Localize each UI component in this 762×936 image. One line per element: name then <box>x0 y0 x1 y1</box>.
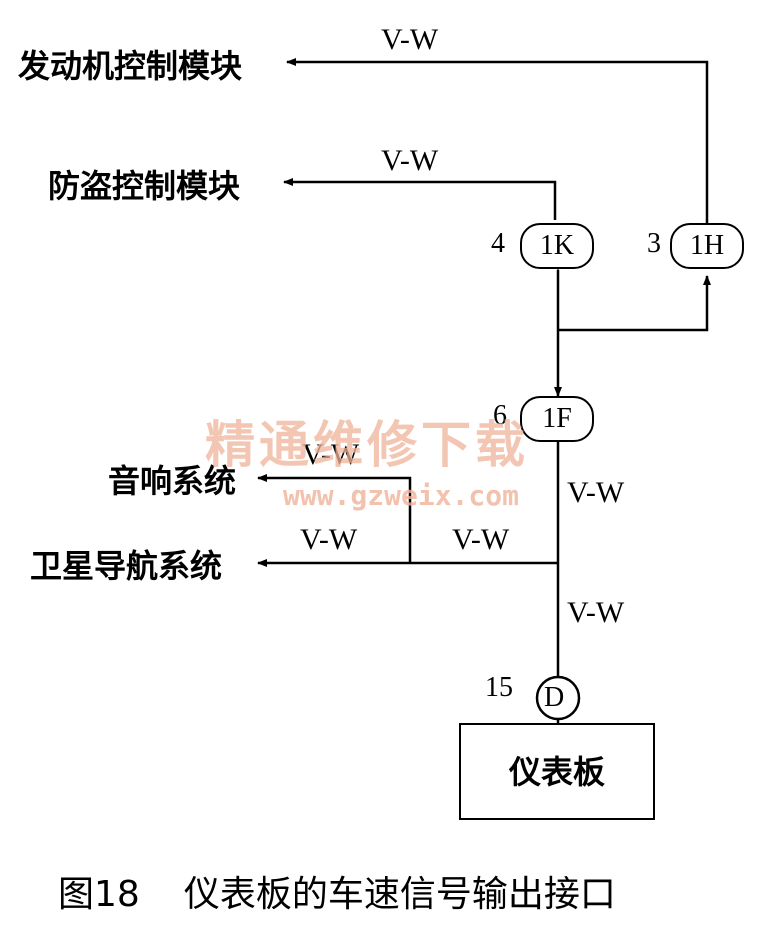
figure-caption: 图18 仪表板的车速信号输出接口 <box>58 877 616 913</box>
pin-1h: 3 <box>647 228 661 259</box>
pin-1k: 4 <box>491 228 505 259</box>
figure-number: 图18 <box>58 874 140 915</box>
instrument-cluster-label: 仪表板 <box>508 752 605 791</box>
wire-label-main-lower: V-W <box>567 596 625 629</box>
wire-antitheft <box>283 178 557 220</box>
wire-engine <box>286 58 709 224</box>
connector-1h: 1H <box>670 223 744 269</box>
connector-1f-label: 1F <box>542 403 572 434</box>
connector-d-label: D <box>544 682 565 713</box>
wire-label-nav-right: V-W <box>452 523 510 556</box>
pin-d: 15 <box>485 672 513 703</box>
audio-system-label: 音响系统 <box>108 462 237 500</box>
wire-label-main-upper: V-W <box>567 476 625 509</box>
wire-label-antitheft: V-W <box>381 144 439 177</box>
pin-1f: 6 <box>493 400 507 431</box>
instrument-cluster-box: 仪表板 <box>459 723 655 820</box>
wire-label-audio: V-W <box>302 438 360 471</box>
connector-1k-label: 1K <box>539 230 575 261</box>
antitheft-module-label: 防盗控制模块 <box>48 167 241 205</box>
connector-d-circle <box>535 675 581 721</box>
watermark-text: 精通维修下载 <box>205 416 529 474</box>
connector-1f: 1F <box>520 396 594 442</box>
engine-control-module-label: 发动机控制模块 <box>18 47 243 85</box>
connector-1k: 1K <box>520 223 594 269</box>
figure-title: 仪表板的车速信号输出接口 <box>183 874 616 915</box>
connector-1h-label: 1H <box>689 230 725 261</box>
watermark-url: www.gzweix.com <box>283 479 520 512</box>
wire-audio <box>257 474 412 563</box>
satellite-nav-label: 卫星导航系统 <box>30 547 223 585</box>
wire-label-engine: V-W <box>381 23 439 56</box>
wire-label-nav-left: V-W <box>300 523 358 556</box>
wire-1h-branch <box>558 275 711 332</box>
